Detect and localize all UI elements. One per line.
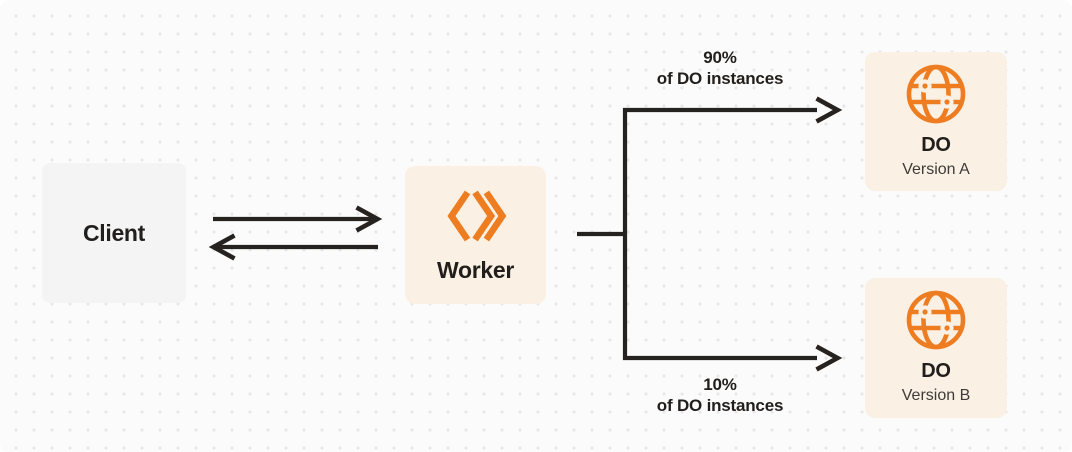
connection-lines xyxy=(208,96,843,372)
split-label-90-percent: 90% of DO instances xyxy=(600,47,840,89)
do-a-title: DO xyxy=(921,134,951,156)
split-bottom-caption: of DO instances xyxy=(656,396,784,415)
split-top-percent: 90% xyxy=(703,48,737,67)
node-do-version-b: DO Version B xyxy=(865,278,1007,418)
do-a-subtitle: Version A xyxy=(902,161,970,178)
traffic-split-tree-line xyxy=(622,107,817,361)
node-client: Client xyxy=(42,163,186,303)
split-label-10-percent: 10% of DO instances xyxy=(600,374,840,416)
workers-chevrons-icon xyxy=(446,190,506,241)
do-b-subtitle: Version B xyxy=(901,387,971,404)
node-worker: Worker xyxy=(405,166,546,304)
split-top-caption: of DO instances xyxy=(656,69,784,88)
node-do-version-a: DO Version A xyxy=(865,52,1007,191)
client-label: Client xyxy=(82,220,146,246)
do-b-title: DO xyxy=(921,360,951,382)
client-to-worker-arrowhead xyxy=(355,205,383,233)
worker-label: Worker xyxy=(436,256,515,283)
split-bottom-percent: 10% xyxy=(703,375,737,394)
worker-to-client-arrowhead xyxy=(208,233,236,261)
split-top-arrowhead xyxy=(815,96,843,124)
split-bottom-arrowhead xyxy=(815,344,843,372)
globe-icon xyxy=(906,290,966,350)
globe-icon xyxy=(906,64,966,124)
